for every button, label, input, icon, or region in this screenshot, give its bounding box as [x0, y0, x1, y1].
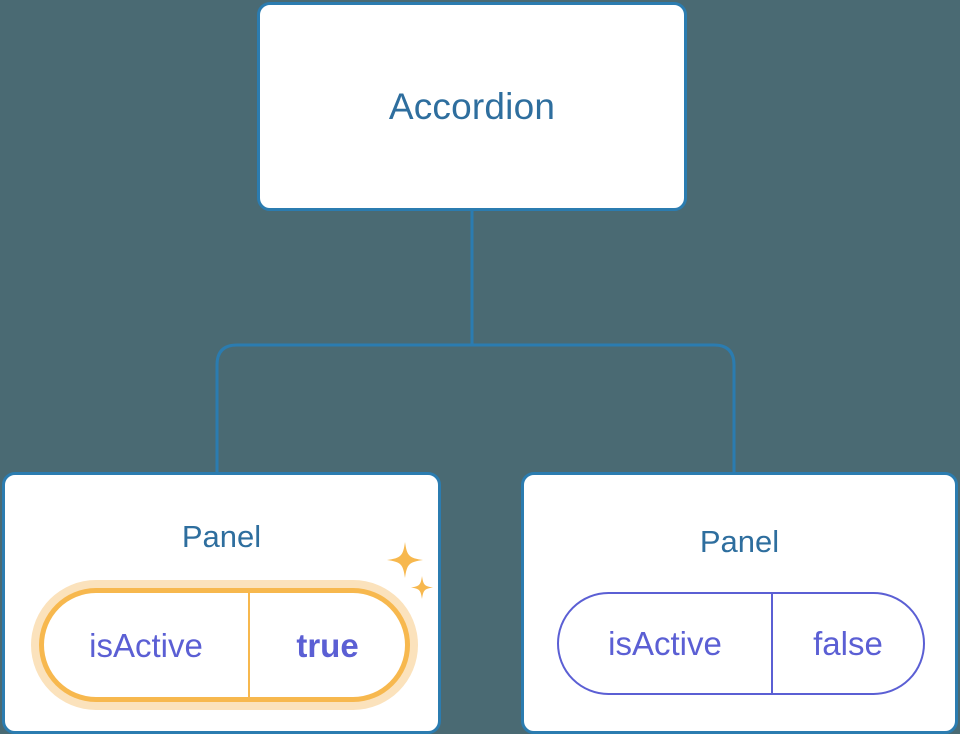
node-panel-right-label: Panel: [699, 524, 780, 559]
node-panel-left-label: Panel: [181, 519, 262, 554]
prop-key-isactive: isActive: [44, 593, 250, 697]
prop-value-false: false: [813, 625, 883, 662]
node-accordion[interactable]: Accordion: [257, 2, 687, 211]
prop-pill-highlight-ring: isActive true: [39, 588, 410, 702]
node-panel-left[interactable]: Panel isActive true: [2, 472, 441, 734]
node-accordion-label: Accordion: [388, 86, 556, 127]
prop-pill-body: isActive true: [44, 593, 405, 697]
prop-value-true: true: [296, 626, 359, 664]
edge-to-panel-right: [472, 343, 736, 473]
prop-pill-highlighted[interactable]: isActive true: [31, 580, 418, 710]
node-panel-right[interactable]: Panel isActive false: [521, 472, 958, 734]
edge-to-panel-left: [215, 343, 472, 473]
prop-pill-plain[interactable]: isActive false: [557, 592, 925, 695]
prop-key-isactive: isActive: [559, 594, 773, 693]
